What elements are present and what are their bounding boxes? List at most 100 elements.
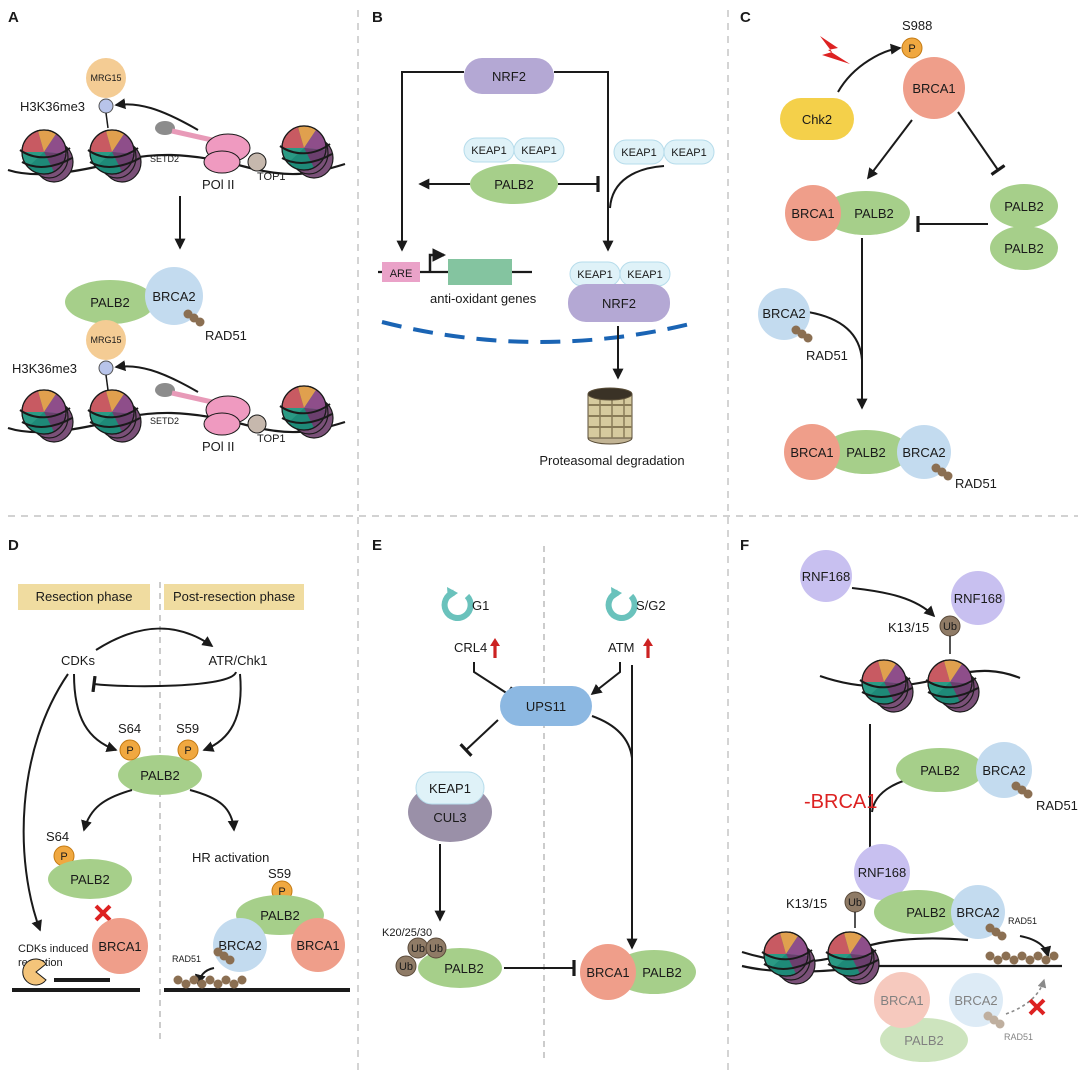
brca2-join-arrow bbox=[807, 311, 863, 361]
nucleosome bbox=[825, 931, 880, 985]
g1-label: G1 bbox=[472, 598, 489, 613]
brca1-shape bbox=[903, 57, 965, 119]
proteasome-icon bbox=[587, 387, 633, 445]
keap1-label: KEAP1 bbox=[627, 269, 662, 281]
gene-box bbox=[448, 259, 512, 285]
cul3-label: CUL3 bbox=[433, 810, 466, 825]
nrf2-to-keap1-arrow bbox=[554, 71, 614, 252]
palb2-shape bbox=[470, 164, 558, 204]
palb2-label: PALB2 bbox=[1004, 199, 1044, 214]
brca1-label: BRCA1 bbox=[790, 445, 833, 460]
brca1-label: BRCA1 bbox=[880, 993, 923, 1008]
keap1-label: KEAP1 bbox=[429, 781, 471, 796]
brca1-shape bbox=[291, 918, 345, 972]
palb2-shape bbox=[874, 890, 962, 934]
palb2-label: PALB2 bbox=[904, 1033, 944, 1048]
mrg15-circle bbox=[86, 58, 126, 98]
resection-label: Resection phase bbox=[36, 589, 133, 604]
phospho-label: P bbox=[908, 43, 915, 55]
nrf2-shape bbox=[568, 284, 670, 322]
h3-tail bbox=[105, 374, 109, 391]
s59-label: S59 bbox=[268, 866, 291, 881]
setd2-linker bbox=[171, 390, 213, 405]
tss-arrow bbox=[428, 248, 447, 272]
ub-circle bbox=[395, 955, 417, 977]
palb2-label: PALB2 bbox=[1004, 241, 1044, 256]
cdks-label: CDKs bbox=[61, 653, 95, 668]
upregulation-arrow-icon bbox=[490, 638, 500, 658]
palb2-shape bbox=[896, 748, 984, 792]
top1-label: TOP1 bbox=[257, 171, 286, 183]
phospho-label: P bbox=[60, 851, 67, 863]
rad51-label: RAD51 bbox=[955, 476, 997, 491]
atm-label: ATM bbox=[608, 640, 634, 655]
post-resection-label: Post-resection phase bbox=[173, 589, 295, 604]
brca1-label: BRCA1 bbox=[586, 965, 629, 980]
palb2-label: PALB2 bbox=[140, 768, 180, 783]
ups11-join-arrow bbox=[591, 715, 633, 759]
complex-join-arrow bbox=[871, 779, 907, 813]
brca2-label: BRCA2 bbox=[218, 938, 261, 953]
minus-brca1-label: -BRCA1 bbox=[804, 791, 877, 813]
ups11-shape bbox=[500, 686, 592, 726]
palb2-shape bbox=[822, 191, 910, 235]
brca1-label: BRCA1 bbox=[791, 206, 834, 221]
ub-label: Ub bbox=[943, 621, 957, 633]
to-left-arrow bbox=[81, 789, 133, 832]
damage-lightning-icon bbox=[820, 36, 850, 64]
keap1-shape bbox=[513, 137, 565, 163]
pol2-label: POl II bbox=[202, 177, 235, 192]
palb2-label: PALB2 bbox=[70, 872, 110, 887]
ub-label: Ub bbox=[411, 943, 425, 955]
setd2-methylation-arrow bbox=[114, 98, 199, 131]
keap1-label: KEAP1 bbox=[671, 147, 706, 159]
crl4-inhibit-arrow bbox=[473, 662, 514, 702]
s988-label: S988 bbox=[902, 18, 932, 33]
keap1-label: KEAP1 bbox=[521, 145, 556, 157]
mrg15-label: MRG15 bbox=[90, 335, 121, 345]
no-binding-cross-icon bbox=[94, 904, 112, 922]
atr-label: ATR/Chk1 bbox=[209, 653, 268, 668]
rad51-label: RAD51 bbox=[1004, 1032, 1033, 1042]
brca1-shape bbox=[784, 424, 840, 480]
brca1-shape bbox=[874, 972, 930, 1028]
palb2-shape bbox=[822, 430, 910, 474]
blocked-cross-icon bbox=[1028, 998, 1046, 1016]
setd2-linker bbox=[171, 128, 213, 143]
panel-label-c: C bbox=[740, 9, 751, 26]
nrf2-shape bbox=[464, 58, 554, 94]
palb2-label: PALB2 bbox=[494, 177, 534, 192]
genes-label: anti-oxidant genes bbox=[430, 291, 537, 306]
brca2-label: BRCA2 bbox=[954, 993, 997, 1008]
palb2-shape bbox=[118, 755, 202, 795]
keap1-label: KEAP1 bbox=[471, 145, 506, 157]
brca2-label: BRCA2 bbox=[982, 763, 1025, 778]
cdk-resection-label-line1: CDKs induced bbox=[18, 943, 88, 955]
chk2-label: Chk2 bbox=[802, 112, 832, 127]
phospho-label: P bbox=[184, 745, 191, 757]
blocked-loading-arrow bbox=[1005, 978, 1047, 1015]
panel-b: B NRF2 KEAP1 KEAP1 PALB2 KEAP1 KEAP1 ARE… bbox=[372, 9, 715, 468]
rnf168-recruit-arrow bbox=[851, 587, 936, 618]
cdk-to-atr-arrow bbox=[95, 627, 214, 651]
h3k36me3-label: H3K36me3 bbox=[20, 99, 85, 114]
top1-label: TOP1 bbox=[257, 433, 286, 445]
keap1-shape bbox=[663, 139, 715, 165]
ub-label: Ub bbox=[848, 897, 862, 909]
cell-membrane bbox=[381, 320, 699, 344]
palb2-shape bbox=[880, 1018, 968, 1062]
s64-label: S64 bbox=[118, 721, 141, 736]
keap1-shape bbox=[415, 771, 485, 805]
phospho-circle bbox=[119, 739, 141, 761]
rad51-loading-arrow bbox=[1019, 935, 1052, 958]
degradation-label: Proteasomal degradation bbox=[539, 453, 684, 468]
s59-label: S59 bbox=[176, 721, 199, 736]
brca1-inhibit-arrow bbox=[957, 111, 1006, 176]
panel-e: E G1 S/G2 CRL4 ATM UPS11 CUL3 KEAP1 K20/… bbox=[372, 537, 696, 1060]
panel-label-a: A bbox=[8, 9, 19, 26]
nrf2-label: NRF2 bbox=[602, 296, 636, 311]
faded-complex: PALB2 BRCA1 BRCA2 RAD51 bbox=[874, 972, 1033, 1062]
nrf2-to-are-arrow bbox=[396, 71, 464, 252]
to-right-arrow bbox=[189, 789, 239, 832]
